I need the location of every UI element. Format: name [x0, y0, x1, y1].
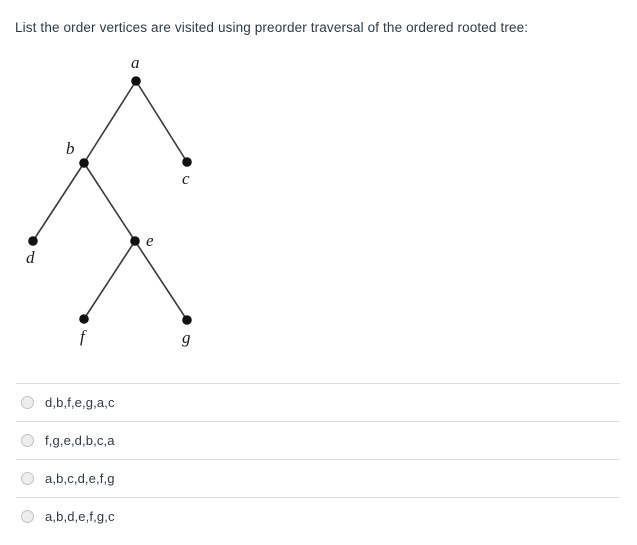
- tree-vertex-d: [28, 236, 38, 246]
- tree-vertex-label-b: b: [66, 139, 75, 158]
- question-prompt: List the order vertices are visited usin…: [15, 20, 529, 35]
- tree-diagram: a b c d e f g: [0, 50, 320, 370]
- tree-vertex-e: [130, 236, 140, 246]
- tree-vertex-g: [182, 315, 192, 325]
- answer-option-label-2: f,g,e,d,b,c,a: [45, 432, 115, 448]
- radio-button-icon-1[interactable]: [21, 396, 34, 409]
- tree-vertex-label-e: e: [146, 231, 154, 250]
- tree-labels-group: a b c d e f g: [26, 53, 191, 347]
- answer-options-list: d,b,f,e,g,a,c f,g,e,d,b,c,a a,b,c,d,e,f,…: [0, 383, 637, 535]
- tree-vertex-label-d: d: [26, 248, 35, 267]
- tree-vertex-a: [131, 76, 141, 86]
- answer-option-3[interactable]: a,b,c,d,e,f,g: [16, 459, 620, 497]
- answer-option-4[interactable]: a,b,d,e,f,g,c: [16, 497, 620, 535]
- radio-button-icon-2[interactable]: [21, 434, 34, 447]
- tree-edge-a-b: [83, 80, 137, 164]
- tree-vertex-label-f: f: [80, 327, 87, 346]
- answer-option-label-4: a,b,d,e,f,g,c: [45, 508, 115, 524]
- radio-button-icon-4[interactable]: [21, 510, 34, 523]
- answer-option-2[interactable]: f,g,e,d,b,c,a: [16, 421, 620, 459]
- answer-option-1[interactable]: d,b,f,e,g,a,c: [16, 383, 620, 421]
- tree-graph-svg: a b c d e f g: [26, 53, 192, 347]
- tree-edge-e-f: [83, 240, 136, 320]
- radio-button-icon-3[interactable]: [21, 472, 34, 485]
- answer-option-label-3: a,b,c,d,e,f,g: [45, 470, 115, 486]
- tree-nodes-group: [28, 76, 192, 325]
- tree-vertex-b: [79, 158, 89, 168]
- tree-edge-e-g: [134, 240, 188, 321]
- tree-edges-group: [32, 80, 188, 321]
- answer-option-label-1: d,b,f,e,g,a,c: [45, 394, 115, 410]
- tree-vertex-label-g: g: [182, 328, 191, 347]
- tree-vertex-c: [182, 157, 192, 167]
- tree-edge-b-d: [32, 162, 85, 242]
- tree-vertex-label-a: a: [131, 53, 140, 72]
- tree-edge-b-e: [83, 162, 136, 242]
- tree-vertex-label-c: c: [182, 169, 190, 188]
- tree-edge-a-c: [135, 80, 188, 163]
- tree-vertex-f: [79, 314, 89, 324]
